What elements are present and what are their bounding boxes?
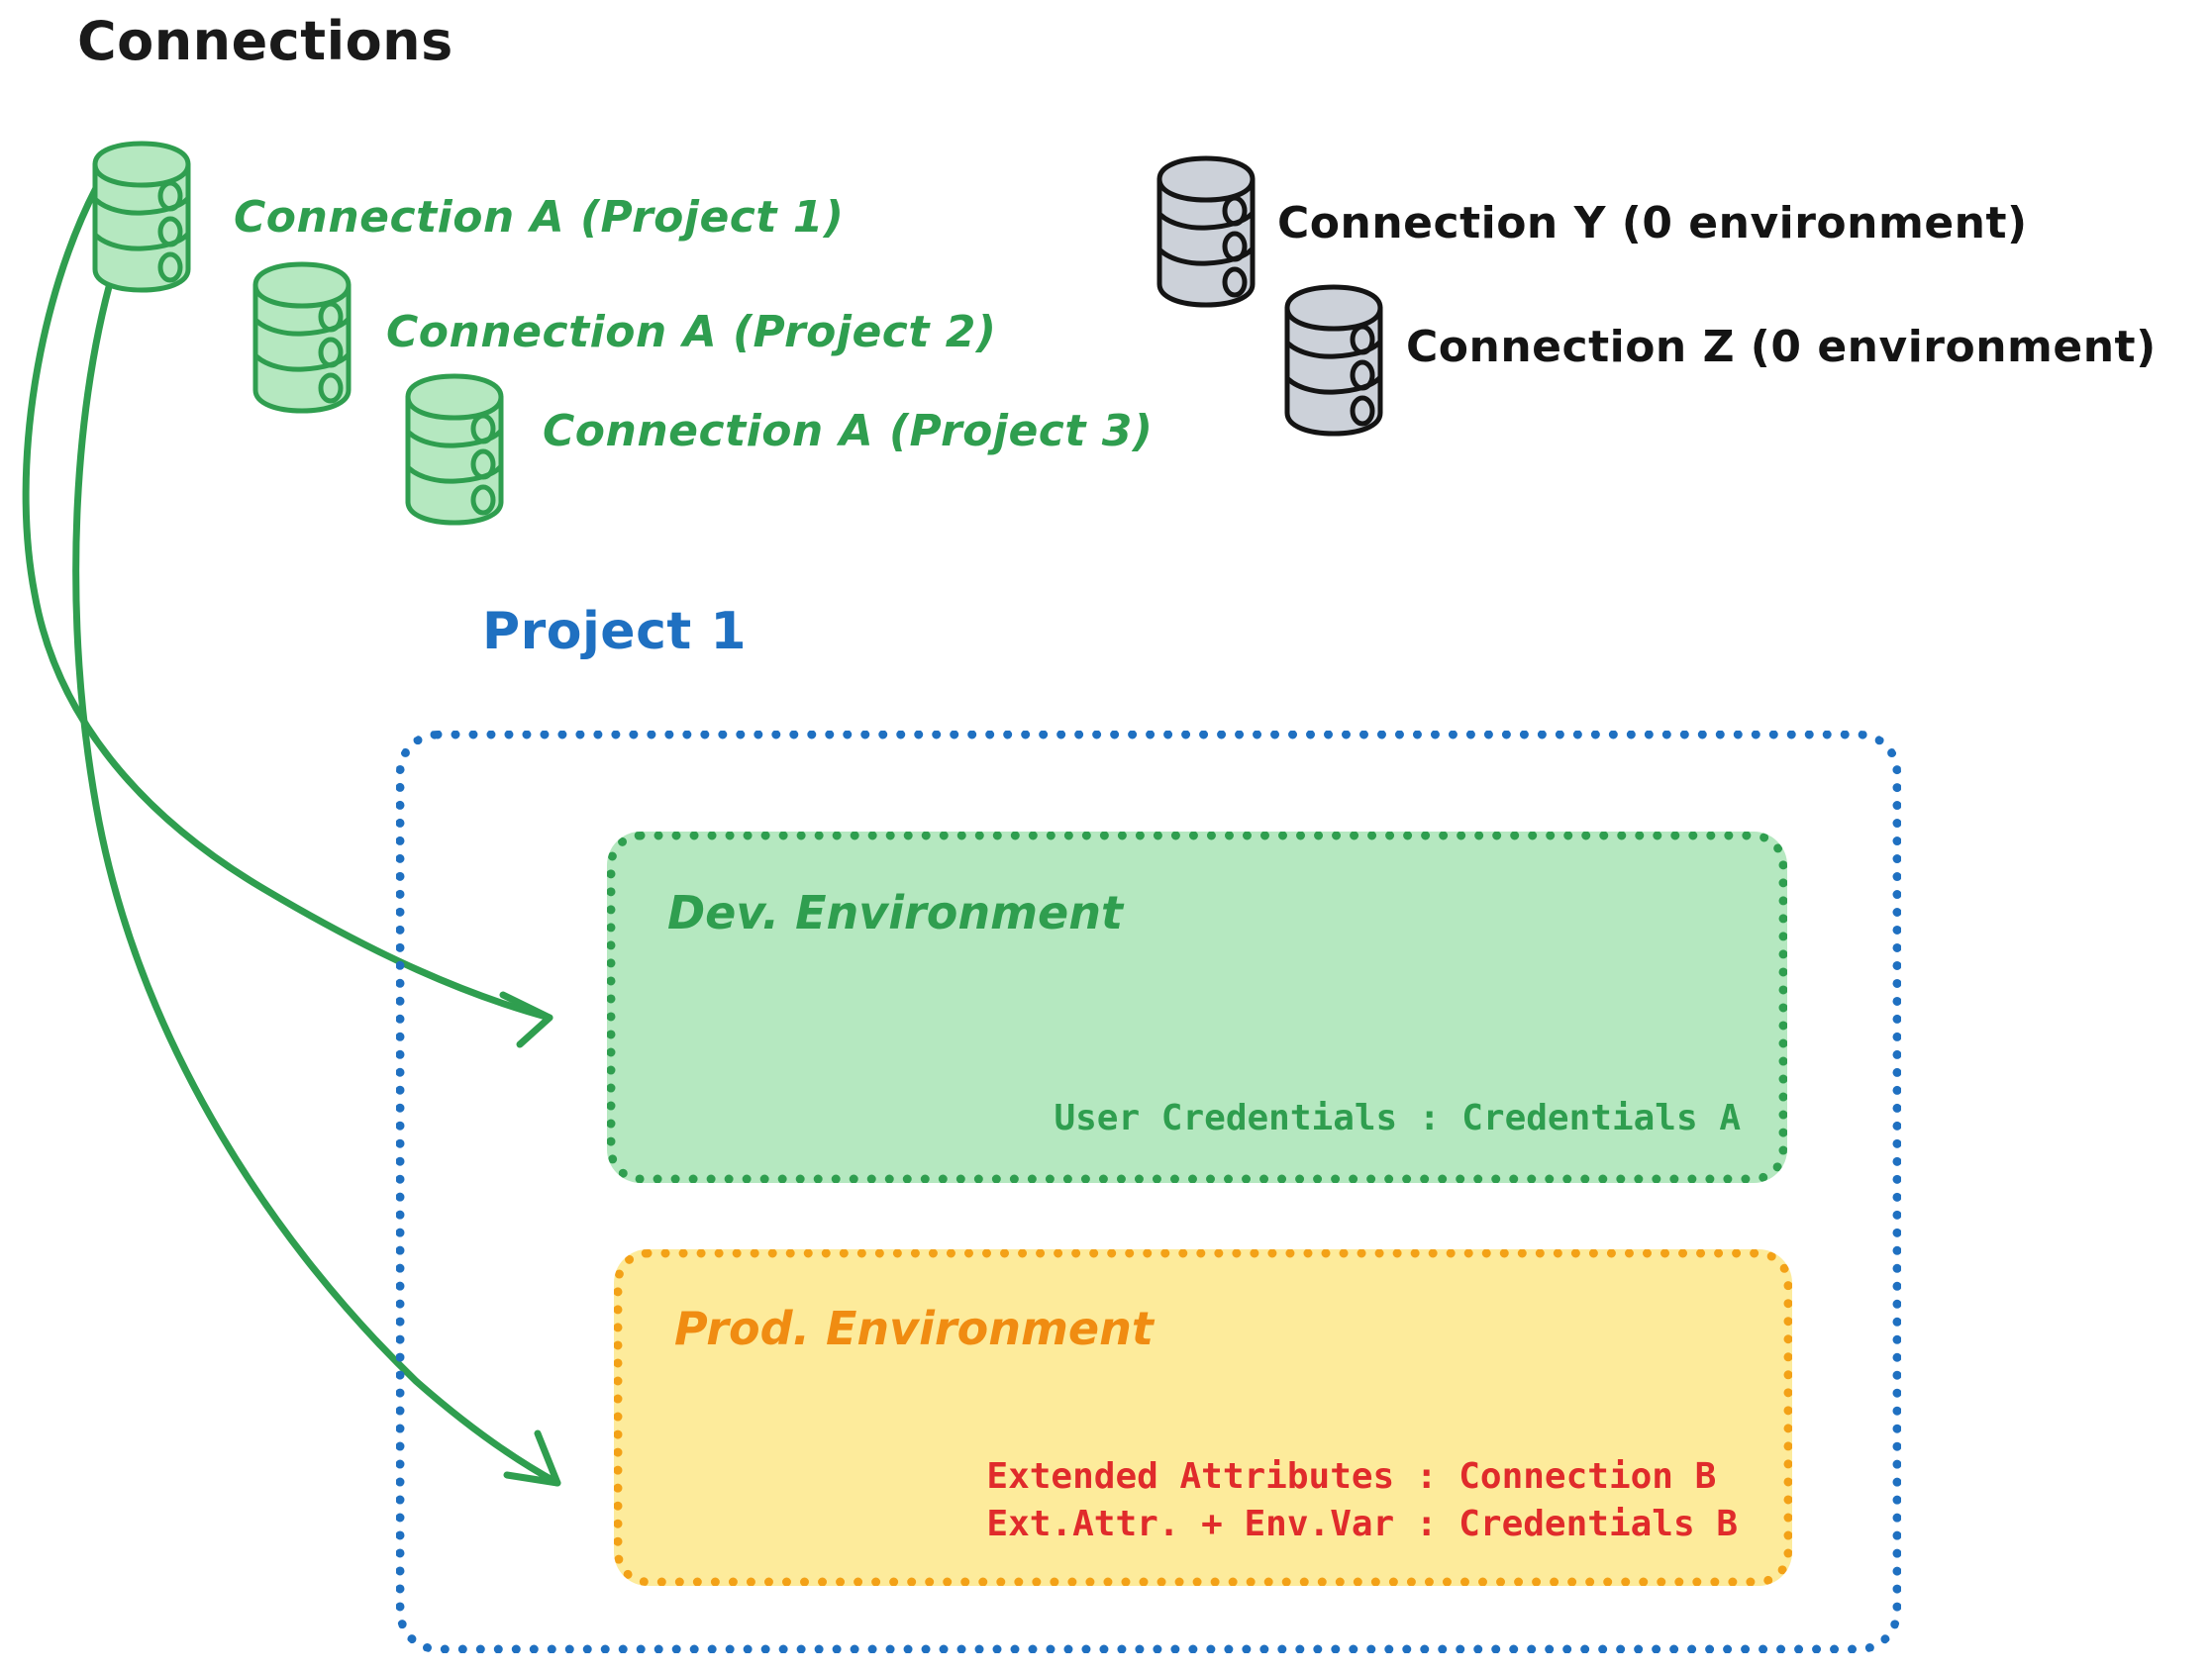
prod-environment-line-2: Ext.Attr. + Env.Var : Credentials B <box>986 1504 1738 1545</box>
page-title: Connections <box>77 10 453 72</box>
connection-label-gray-1: Connection Y (0 environment) <box>1277 198 2028 248</box>
database-icon <box>400 371 509 530</box>
project-label: Project 1 <box>482 602 748 661</box>
project-container <box>396 731 1901 1653</box>
prod-environment-title: Prod. Environment <box>674 1302 1154 1355</box>
database-icon <box>1152 153 1260 312</box>
connection-label-green-2: Connection A (Project 2) <box>386 307 997 357</box>
connection-label-gray-2: Connection Z (0 environment) <box>1406 322 2157 372</box>
database-icon <box>1279 282 1388 441</box>
dev-environment-line-1: User Credentials : Credentials A <box>1054 1098 1741 1138</box>
arrow-head-prod <box>503 1429 561 1487</box>
connection-label-green-1: Connection A (Project 1) <box>234 192 845 243</box>
prod-environment-box: Prod. Environment Extended Attributes : … <box>614 1249 1792 1586</box>
prod-environment-line-1: Extended Attributes : Connection B <box>986 1455 1717 1497</box>
arrow-connection-a-to-prod <box>72 255 561 1487</box>
dev-environment-title: Dev. Environment <box>667 886 1123 939</box>
arrow-head-dev <box>499 991 553 1048</box>
database-icon <box>248 259 356 418</box>
connection-label-green-3: Connection A (Project 3) <box>543 406 1154 456</box>
dev-environment-box: Dev. Environment User Credentials : Cred… <box>607 832 1787 1183</box>
prod-environment-lines: Extended Attributes : Connection B Ext.A… <box>986 1453 1738 1549</box>
database-icon <box>87 139 196 297</box>
